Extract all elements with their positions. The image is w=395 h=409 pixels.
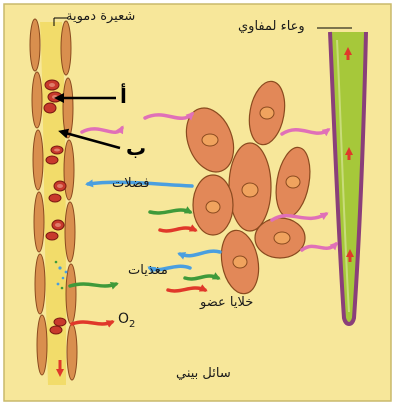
label-blood-capillary: شعيرة دموية bbox=[66, 9, 135, 24]
label-oxygen-subscript: 2 bbox=[129, 319, 135, 330]
label-interstitial-fluid: سائل بيني bbox=[176, 366, 231, 381]
label-letter-b: ب bbox=[126, 136, 146, 160]
label-wastes: فضلات bbox=[112, 176, 149, 191]
label-letter-a: أ bbox=[120, 84, 127, 108]
label-lymph-vessel: وعاء لمفاوي bbox=[238, 19, 305, 34]
label-oxygen-symbol: O bbox=[118, 311, 129, 327]
label-nutrients: مغذيات bbox=[128, 263, 168, 278]
label-organ-cells: خلايا عضو bbox=[200, 295, 253, 310]
label-oxygen: O2 bbox=[118, 311, 135, 330]
